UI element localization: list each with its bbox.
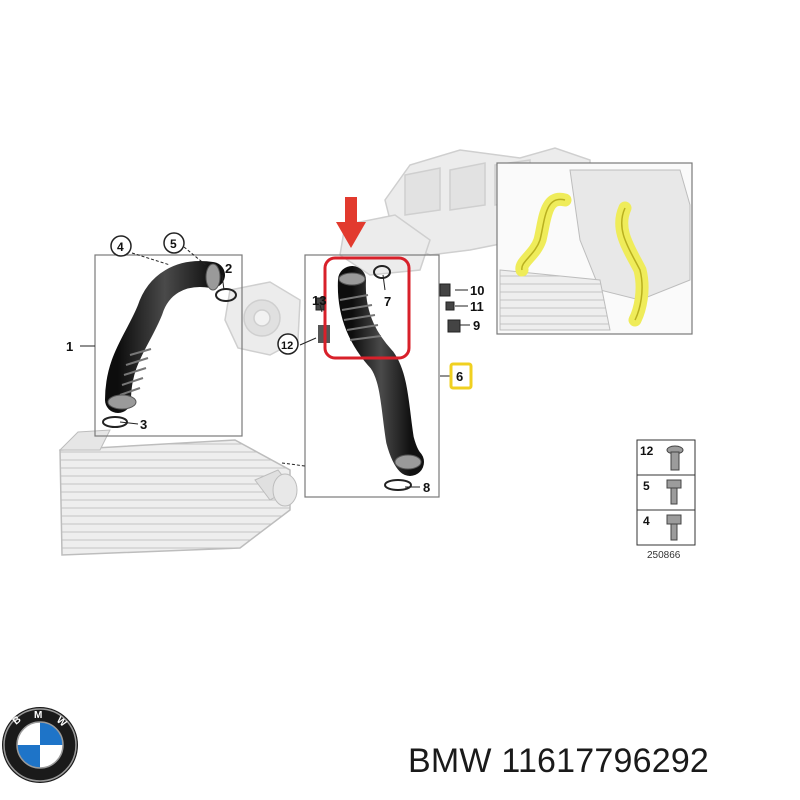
callout-9: 9 [473,318,480,333]
diagram-number: 250866 [647,550,681,561]
legend-label-5: 5 [643,479,650,493]
callout-circles [110,232,299,355]
callout-3: 3 [140,417,147,432]
callout-10: 10 [470,283,484,298]
callout-2: 2 [225,261,232,276]
charge-air-hose-6 [318,265,424,491]
legend-label-4: 4 [643,514,650,528]
callout-6-highlight [449,362,473,390]
callout-4: 4 [117,240,124,254]
callout-13: 13 [312,293,326,308]
brand-name: BMW [408,742,492,780]
small-parts [315,283,461,333]
svg-text:M: M [34,710,42,721]
leader-lines [80,246,470,488]
short-screw-icon [666,445,684,471]
part-number: 11617796292 [501,742,710,780]
bolt-icon [666,479,682,505]
hose-group-6-frame [304,254,440,498]
charge-air-hose-1 [102,261,237,428]
highlight-box [323,256,411,360]
fastener-legend: 12 5 4 250866 [636,439,696,561]
callout-5: 5 [170,237,177,251]
highlight-arrow-icon [336,197,366,248]
intercooler [58,429,298,556]
callout-7: 7 [384,294,391,309]
callout-1: 1 [66,339,73,354]
part-caption: BMW 11617796292 [408,742,709,781]
legend-label-12: 12 [640,444,654,458]
bmw-logo: B M W [2,707,78,783]
callout-11: 11 [470,299,484,314]
hex-bolt-icon [666,514,682,541]
callout-6: 6 [456,369,463,384]
callout-8: 8 [423,480,430,495]
callout-12: 12 [281,340,293,352]
